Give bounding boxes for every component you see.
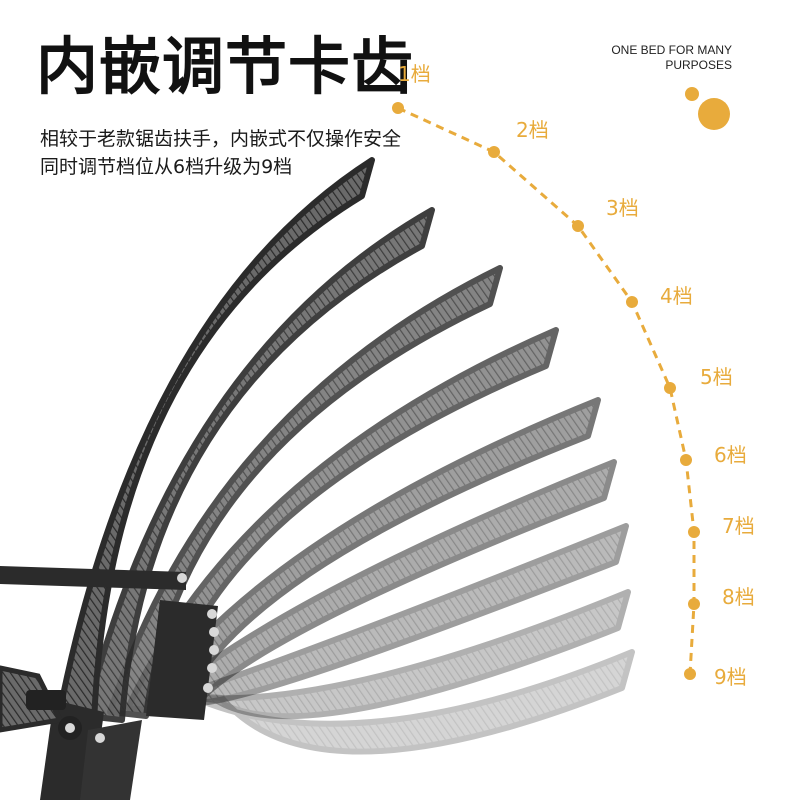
arc-dashed-line	[397, 106, 696, 675]
level-label: 3档	[606, 196, 639, 220]
level-label: 2档	[516, 118, 549, 142]
backrest-position	[183, 649, 635, 755]
level-dot	[664, 382, 676, 394]
chair-frame	[0, 566, 219, 800]
description: 相较于老款锯齿扶手，内嵌式不仅操作安全 同时调节档位从6档升级为9档	[40, 125, 401, 181]
brand-slogan-line-1: ONE BED FOR MANY	[611, 43, 732, 57]
level-label: 5档	[700, 365, 733, 389]
backrest-position	[157, 459, 617, 707]
level-dot	[680, 454, 692, 466]
backrest-positions	[55, 157, 635, 755]
level-label: 4档	[660, 284, 693, 308]
brand-slogan: ONE BED FOR MANY PURPOSES	[611, 43, 732, 73]
description-line-1: 相较于老款锯齿扶手，内嵌式不仅操作安全	[40, 128, 402, 150]
level-dot	[684, 668, 696, 680]
level-dot	[626, 296, 638, 308]
level-dot	[688, 526, 700, 538]
level-label: 8档	[722, 585, 755, 609]
level-label: 1档	[398, 62, 431, 86]
level-dot	[488, 146, 500, 158]
level-label: 9档	[714, 665, 747, 689]
level-label: 6档	[714, 443, 747, 467]
large-decor-dot	[698, 98, 730, 130]
headline: 内嵌调节卡齿	[36, 30, 415, 103]
backrest-position	[143, 397, 601, 711]
backrest-position	[107, 265, 503, 719]
decorative-dots	[685, 87, 730, 130]
level-dot	[392, 102, 404, 114]
backrest-position	[177, 589, 631, 720]
description-line-2: 同时调节档位从6档升级为9档	[40, 156, 293, 178]
small-decor-dot	[685, 87, 699, 101]
level-dot	[572, 220, 584, 232]
level-dot	[688, 598, 700, 610]
backrest-position	[55, 157, 375, 727]
level-label: 7档	[722, 514, 755, 538]
brand-slogan-line-2: PURPOSES	[665, 58, 732, 72]
adjustment-arc	[392, 102, 700, 680]
backrest-position	[83, 207, 435, 723]
